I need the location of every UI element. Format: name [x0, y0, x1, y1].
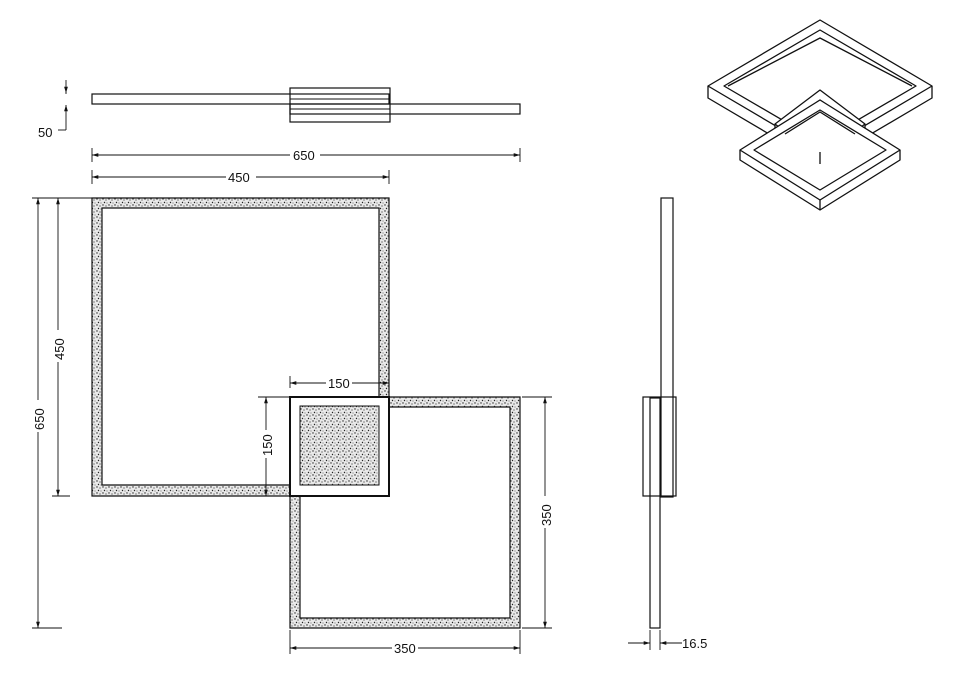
- front-view: [91, 197, 521, 629]
- dim-label-large-square-width: 450: [228, 170, 250, 185]
- dim-label-total-width: 650: [293, 148, 315, 163]
- dim-label-small-square-height: 350: [539, 504, 554, 526]
- dim-label-total-height: 650: [32, 408, 47, 430]
- dimension-small-square-height: 350: [522, 396, 554, 629]
- dimension-center-height: 150: [258, 396, 290, 496]
- side-view: [642, 197, 677, 629]
- side-view-lower-bar: [649, 397, 661, 629]
- side-view-upper-bar: [660, 197, 674, 498]
- dim-label-large-square-height: 450: [52, 338, 67, 360]
- dim-label-center-height: 150: [260, 434, 275, 456]
- isometric-view: [707, 19, 933, 211]
- dim-label-top-height: 50: [38, 125, 52, 140]
- dimension-total-width: 650: [91, 148, 521, 163]
- center-block-panel: [299, 405, 380, 486]
- top-elevation-view: [91, 87, 521, 123]
- dimension-large-square-height: 450: [52, 198, 70, 497]
- dimension-center-width: 150: [289, 376, 389, 391]
- dim-label-center-width: 150: [328, 376, 350, 391]
- dim-label-small-square-width: 350: [394, 641, 416, 656]
- top-view-center-block: [289, 87, 391, 123]
- dimension-small-square-width: 350: [289, 630, 521, 656]
- large-square-frame: [91, 197, 390, 497]
- dimension-total-height: 650: [32, 197, 92, 629]
- dim-label-side-thickness: 16.5: [682, 636, 707, 651]
- dimension-side-thickness: 16.5: [628, 630, 707, 651]
- dimension-top-height: 50: [38, 80, 68, 140]
- dimension-large-square-width: 450: [91, 170, 390, 185]
